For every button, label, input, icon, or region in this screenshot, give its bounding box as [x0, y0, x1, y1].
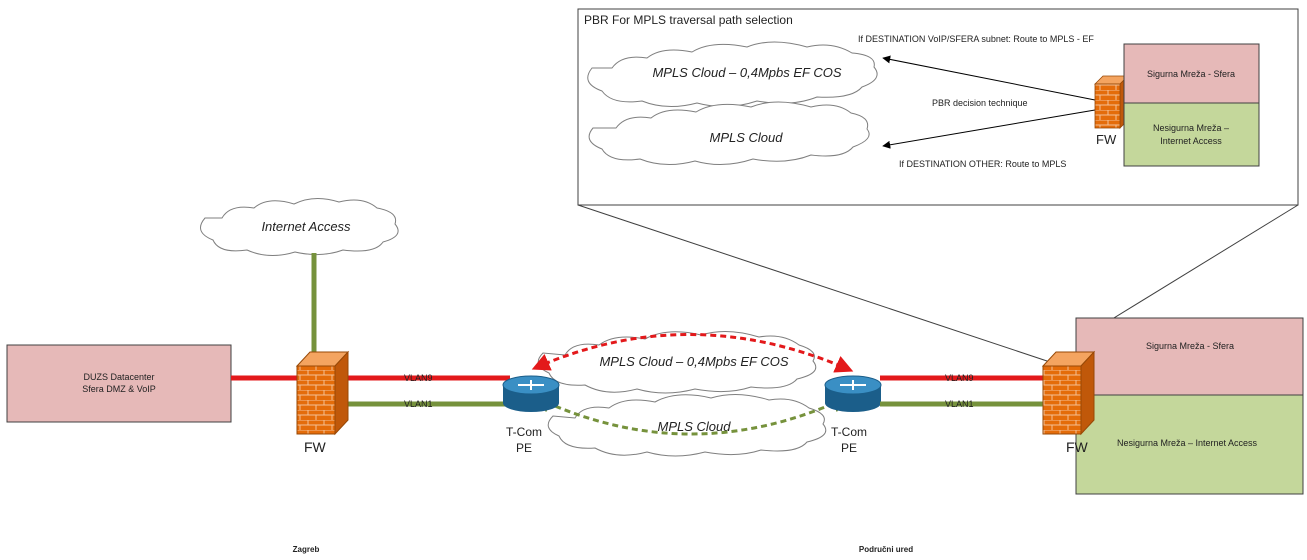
callout-insecure-zone — [1123, 102, 1260, 167]
datacenter-box — [6, 344, 232, 423]
wan-mpls: MPLS Cloud – 0,4Mpbs EF COS MPLS Cloud T… — [502, 331, 882, 457]
callout-fw-label: FW — [1096, 132, 1117, 147]
internet-access-cloud: Internet Access — [200, 198, 399, 256]
ef-path-arrow — [531, 333, 854, 373]
mpls-std-cloud: MPLS Cloud — [547, 394, 827, 457]
callout-secure-zone — [1123, 43, 1260, 104]
route-other-arrow — [882, 109, 1096, 149]
branch-fw-label: FW — [1066, 439, 1089, 455]
branch-site-label: Područni ured — [859, 545, 913, 554]
callout-cloud-ef-label: MPLS Cloud – 0,4Mpbs EF COS — [652, 65, 841, 80]
rule-technique-text: PBR decision technique — [932, 98, 1028, 108]
pe-left-label-1: T-Com — [506, 425, 542, 439]
callout-mpls-cloud: MPLS Cloud — [588, 101, 870, 165]
datacenter-label-1: DUZS Datacenter — [83, 372, 154, 382]
zagreb-site: DUZS Datacenter Sfera DMZ & VoIP Interne… — [6, 198, 510, 554]
callout-title: PBR For MPLS traversal path selection — [584, 13, 793, 27]
callout-mpls-ef-cloud: MPLS Cloud – 0,4Mpbs EF COS — [587, 41, 878, 107]
branch-site: VLAN9 VLAN1 Sigurna Mreža - Sfera Nesigu… — [859, 317, 1304, 554]
pe-right-label-2: PE — [841, 441, 857, 455]
zagreb-site-label: Zagreb — [293, 545, 320, 554]
pe-left-label-2: PE — [516, 441, 532, 455]
route-ef-arrow — [882, 55, 1096, 101]
datacenter-label-2: Sfera DMZ & VoIP — [82, 384, 156, 394]
zagreb-vlan9-label: VLAN9 — [404, 373, 433, 383]
callout-insecure-zone-label-2: Internet Access — [1160, 136, 1222, 146]
zagreb-vlan1-label: VLAN1 — [404, 399, 433, 409]
mpls-std-cloud-label: MPLS Cloud — [658, 419, 732, 434]
branch-insecure-zone-label: Nesigurna Mreža – Internet Access — [1117, 438, 1258, 448]
branch-firewall-icon — [1041, 350, 1096, 436]
callout-cloud-std-label: MPLS Cloud — [710, 130, 784, 145]
pe-router-right-icon — [824, 375, 882, 412]
callout-firewall-icon — [1094, 75, 1129, 129]
zagreb-fw-label: FW — [304, 439, 327, 455]
callout-pointer-left — [577, 204, 1051, 363]
callout-secure-zone-label: Sigurna Mreža - Sfera — [1147, 69, 1235, 79]
rule-other-text: If DESTINATION OTHER: Route to MPLS — [899, 159, 1066, 169]
zagreb-firewall-icon — [295, 350, 350, 436]
pe-right-label-1: T-Com — [831, 425, 867, 439]
callout-insecure-zone-label-1: Nesigurna Mreža – — [1153, 123, 1229, 133]
branch-secure-zone-label: Sigurna Mreža - Sfera — [1146, 341, 1234, 351]
mpls-ef-cloud-label: MPLS Cloud – 0,4Mpbs EF COS — [599, 354, 788, 369]
branch-vlan9-label: VLAN9 — [945, 373, 974, 383]
pe-router-left-icon — [502, 375, 560, 412]
mpls-ef-cloud: MPLS Cloud – 0,4Mpbs EF COS — [537, 331, 817, 394]
branch-insecure-zone — [1075, 394, 1304, 495]
rule-ef-text: If DESTINATION VoIP/SFERA subnet: Route … — [858, 34, 1094, 44]
branch-vlan1-label: VLAN1 — [945, 399, 974, 409]
branch-secure-zone — [1075, 317, 1304, 396]
pbr-callout: PBR For MPLS traversal path selection MP… — [577, 8, 1299, 363]
internet-access-label: Internet Access — [261, 219, 351, 234]
std-path-arrow — [533, 395, 850, 436]
